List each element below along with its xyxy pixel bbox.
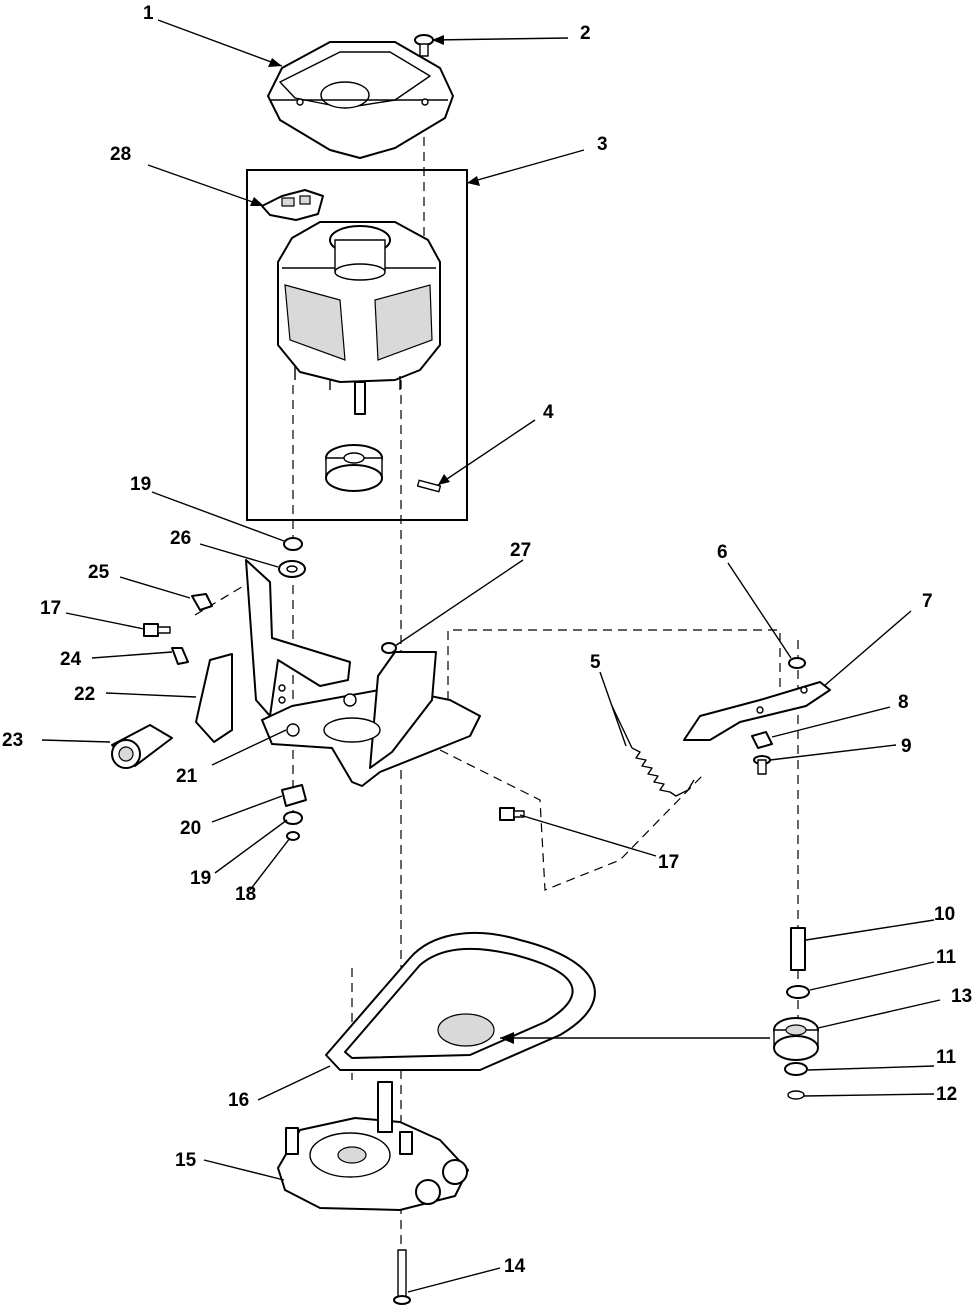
motor-switch-part bbox=[261, 189, 324, 221]
leader-lines bbox=[41, 19, 941, 1293]
clip-25-part bbox=[191, 593, 213, 611]
washer-11a-part bbox=[786, 985, 810, 999]
screw-2-part bbox=[414, 34, 434, 57]
callout-24: 24 bbox=[60, 649, 82, 670]
fasteners-lower bbox=[281, 784, 307, 841]
callout-labels: 1 2 3 28 4 19 26 27 6 25 7 17 24 5 22 8 … bbox=[2, 3, 972, 1277]
callout-22: 22 bbox=[74, 684, 95, 705]
washers-upper bbox=[278, 537, 306, 578]
callout-19a: 19 bbox=[130, 474, 151, 495]
idler-pulley-part bbox=[773, 1017, 819, 1061]
callout-3: 3 bbox=[597, 134, 608, 155]
idler-arm-part bbox=[683, 681, 831, 741]
spring-part bbox=[611, 705, 695, 797]
callout-13: 13 bbox=[951, 986, 972, 1007]
callout-9: 9 bbox=[901, 736, 912, 757]
shaft-10-part bbox=[790, 927, 806, 971]
callout-5: 5 bbox=[590, 652, 601, 673]
arrowheads bbox=[250, 35, 514, 1044]
callout-12: 12 bbox=[936, 1084, 957, 1105]
screw-17a-part bbox=[143, 623, 171, 637]
callout-28: 28 bbox=[110, 144, 131, 165]
motor-pulley-part bbox=[325, 444, 383, 492]
bushing-8-part bbox=[751, 731, 773, 749]
callout-17a: 17 bbox=[40, 598, 61, 619]
motor-cover-part bbox=[267, 41, 454, 159]
pin-part bbox=[416, 479, 442, 493]
callout-25: 25 bbox=[88, 562, 110, 583]
capacitor-clamp-part bbox=[195, 653, 233, 743]
callout-15: 15 bbox=[175, 1150, 197, 1171]
callout-26: 26 bbox=[170, 528, 191, 549]
callout-2: 2 bbox=[580, 23, 591, 44]
screw-24-part bbox=[171, 647, 189, 665]
capacitor-part bbox=[111, 724, 173, 769]
callout-16: 16 bbox=[228, 1090, 249, 1111]
callout-7: 7 bbox=[922, 591, 933, 612]
motor-part bbox=[277, 221, 441, 415]
long-bolt-part bbox=[393, 1249, 411, 1305]
callout-23: 23 bbox=[2, 730, 23, 751]
callout-17b: 17 bbox=[658, 852, 679, 873]
washer-6-part bbox=[788, 657, 806, 669]
screw-17b-part bbox=[499, 807, 525, 821]
motor-assembly-frame bbox=[246, 169, 468, 521]
callout-11a: 11 bbox=[936, 947, 957, 968]
callout-14: 14 bbox=[504, 1256, 526, 1277]
callout-6: 6 bbox=[717, 542, 728, 563]
callout-21: 21 bbox=[176, 766, 198, 787]
pump-part bbox=[277, 1081, 469, 1211]
callout-10: 10 bbox=[934, 904, 955, 925]
callout-4: 4 bbox=[543, 402, 554, 423]
callout-18: 18 bbox=[235, 884, 256, 905]
callout-20: 20 bbox=[180, 818, 201, 839]
drive-belt-part bbox=[325, 931, 596, 1071]
retaining-ring-part bbox=[787, 1090, 805, 1100]
washer-27-part bbox=[381, 642, 397, 654]
callout-27: 27 bbox=[510, 540, 531, 561]
motor-bracket-part bbox=[245, 559, 481, 787]
callout-1: 1 bbox=[143, 3, 154, 24]
callout-19b: 19 bbox=[190, 868, 211, 889]
washer-11b-part bbox=[784, 1062, 808, 1076]
bolt-9-part bbox=[753, 755, 771, 775]
callout-11b: 11 bbox=[936, 1047, 957, 1068]
callout-8: 8 bbox=[898, 692, 909, 713]
